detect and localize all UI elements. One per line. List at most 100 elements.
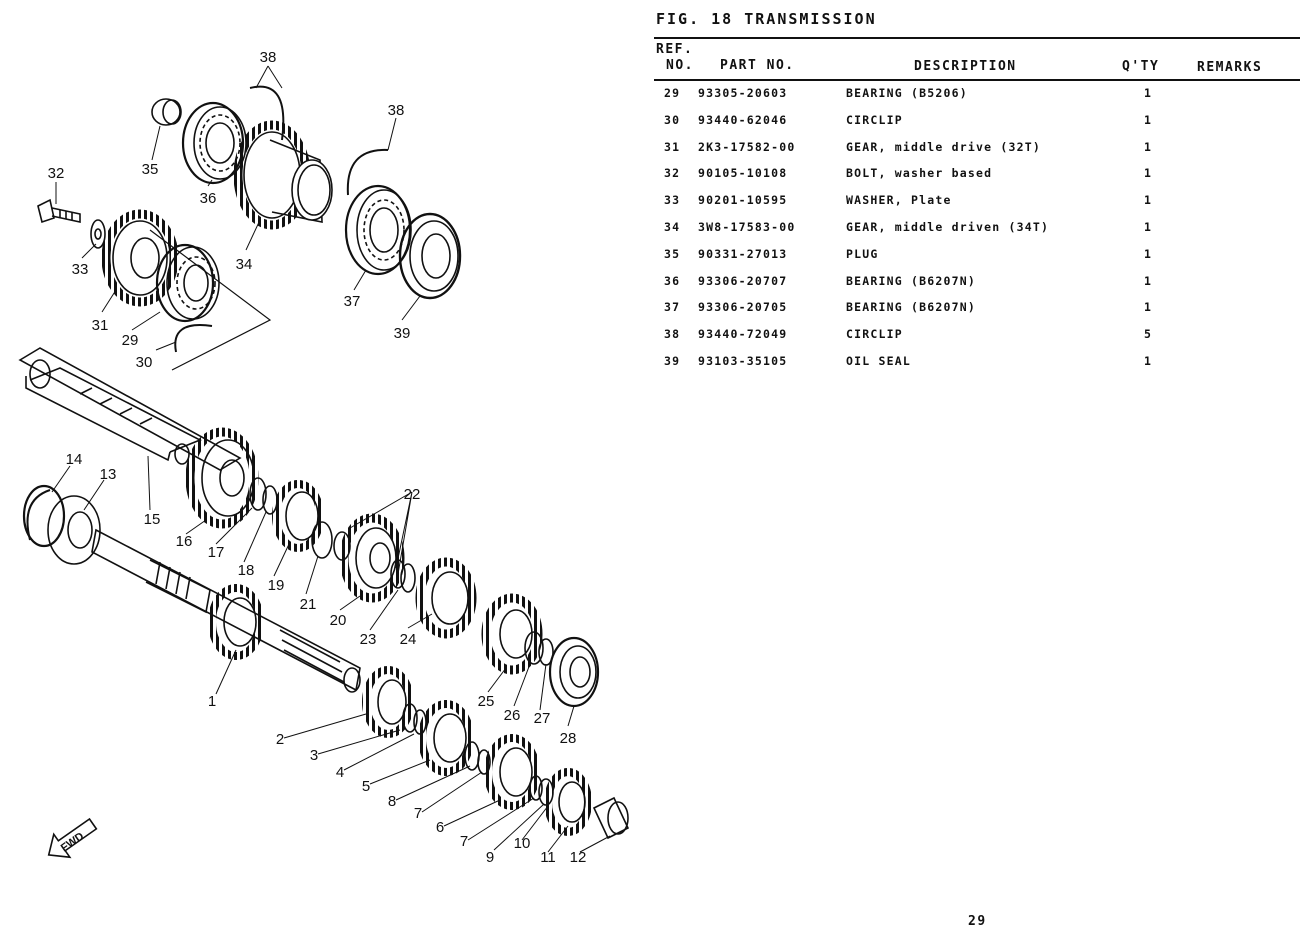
ref-no: 34	[664, 219, 681, 234]
ref-no: 30	[664, 112, 681, 127]
qty: 1	[1144, 273, 1153, 288]
label-10: 10	[514, 835, 531, 852]
header-part-no: PART NO.	[720, 58, 795, 73]
label-6: 6	[436, 819, 444, 836]
label-23: 23	[360, 631, 377, 648]
label-11: 11	[540, 849, 556, 866]
gear-24	[415, 557, 477, 639]
label-18: 18	[238, 562, 255, 579]
circlip-38b	[346, 148, 389, 196]
label-24: 24	[400, 631, 417, 648]
ref-no: 38	[664, 327, 681, 342]
circlip-14	[26, 489, 51, 541]
header-no: NO.	[666, 58, 694, 73]
part-no: 3W8-17583-00	[698, 219, 796, 234]
label-39: 39	[394, 325, 411, 342]
ref-no: 29	[664, 86, 681, 100]
part-no: 93306-20707	[698, 273, 788, 288]
label-7a: 7	[414, 805, 422, 822]
gear-11	[544, 768, 592, 836]
circlip-9	[529, 775, 543, 801]
description: BEARING (B6207N)	[846, 273, 976, 288]
description: GEAR, middle driven (34T)	[846, 219, 1050, 234]
label-22: 22	[404, 486, 421, 503]
part-no: 93440-72049	[698, 327, 788, 342]
gear-16	[185, 427, 259, 529]
part-no: 90201-10595	[698, 193, 788, 208]
part-no: 93103-35105	[698, 353, 788, 368]
label-7b: 7	[460, 833, 468, 850]
ref-no: 36	[664, 273, 681, 288]
label-35: 35	[142, 161, 159, 178]
circlip-30	[174, 324, 213, 353]
label-2: 2	[276, 731, 284, 748]
header-ref: REF.	[656, 42, 694, 57]
description: BEARING (B6207N)	[846, 300, 976, 315]
gear-1	[208, 584, 264, 660]
label-14: 14	[66, 451, 83, 468]
description: CIRCLIP	[846, 112, 903, 127]
shaft-15	[18, 347, 242, 471]
label-28: 28	[560, 730, 577, 747]
qty: 1	[1144, 86, 1153, 100]
part-no: 93440-62046	[698, 112, 788, 127]
gear-20	[339, 513, 405, 603]
description: GEAR, middle drive (32T)	[846, 139, 1041, 154]
gear-6	[484, 734, 540, 810]
label-20: 20	[330, 612, 347, 629]
label-1: 1	[208, 693, 216, 710]
part-no: 93306-20705	[698, 300, 788, 315]
label-33: 33	[72, 261, 89, 278]
label-3: 3	[310, 747, 318, 764]
label-19: 19	[268, 577, 285, 594]
label-29: 29	[122, 332, 139, 349]
description: OIL SEAL	[846, 353, 911, 368]
header-qty: Q'TY	[1122, 59, 1160, 74]
table-row: 36 93306-20707 BEARING (B6207N) 1	[654, 274, 1294, 301]
qty: 1	[1144, 219, 1153, 234]
part-no: 90331-27013	[698, 246, 788, 261]
label-25: 25	[478, 693, 495, 710]
description: BEARING (B5206)	[846, 86, 968, 100]
bearing-37	[344, 184, 412, 276]
table-row: 34 3W8-17583-00 GEAR, middle driven (34T) 1	[654, 220, 1294, 247]
transmission-exploded-diagram: 38 38 32 35 36 33 34 37 31 29 39 30 14 1…	[18, 49, 630, 866]
ref-no: 35	[664, 246, 681, 261]
main-axle-1	[91, 528, 361, 693]
gear-19	[272, 480, 324, 552]
header-remarks: REMARKS	[1197, 60, 1263, 75]
page-number: 29	[968, 914, 987, 929]
figure-title: FIG. 18 TRANSMISSION	[656, 10, 877, 28]
washer-17	[249, 477, 267, 511]
qty: 1	[1144, 353, 1153, 368]
washer-33	[90, 219, 106, 249]
qty: 1	[1144, 300, 1153, 315]
label-12: 12	[570, 849, 587, 866]
label-32: 32	[48, 165, 65, 182]
label-38b: 38	[388, 102, 405, 119]
qty: 1	[1144, 193, 1153, 208]
washer-3	[402, 703, 418, 733]
part-no: 90105-10108	[698, 166, 788, 181]
part-no: 2K3-17582-00	[698, 139, 796, 154]
label-37: 37	[344, 293, 361, 310]
description: PLUG	[846, 246, 879, 261]
label-27: 27	[534, 710, 551, 727]
label-13: 13	[100, 466, 117, 483]
washer-26	[524, 631, 544, 665]
ref-no: 31	[664, 139, 681, 154]
header-rule-bottom	[654, 79, 1300, 81]
header-rule-top	[654, 37, 1300, 39]
ref-no: 32	[664, 166, 681, 181]
header-description: DESCRIPTION	[914, 59, 1017, 74]
label-16: 16	[176, 533, 193, 550]
label-17: 17	[208, 544, 225, 561]
bolt-32	[37, 198, 81, 224]
fwd-arrow-icon	[47, 817, 98, 859]
